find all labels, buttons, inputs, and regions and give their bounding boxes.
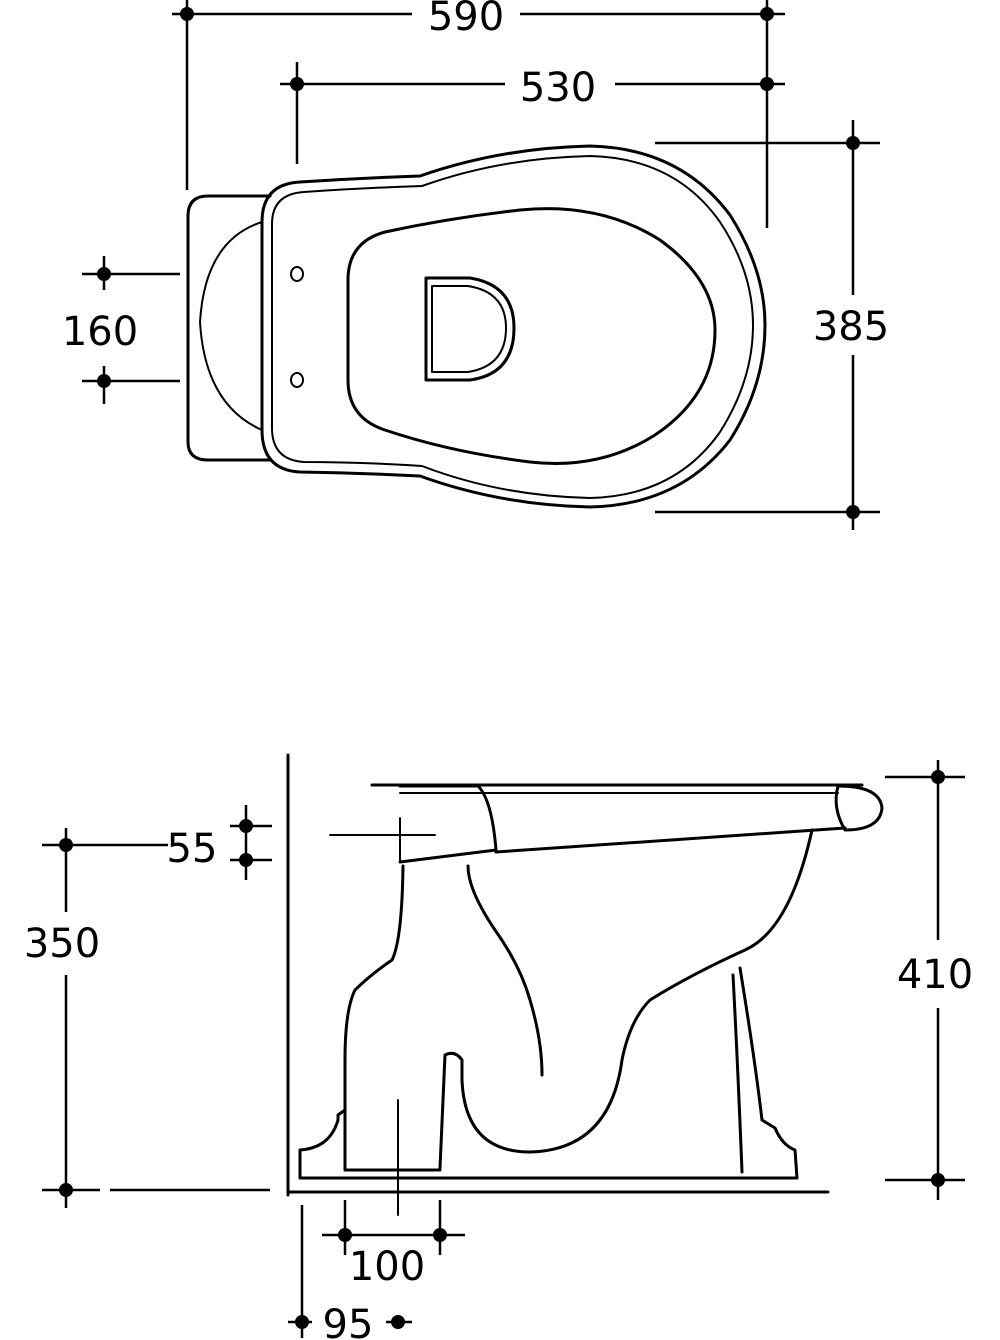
dim-label-530: 530: [520, 65, 596, 111]
dim-label-350: 350: [24, 921, 100, 967]
rim-front-bead: [834, 784, 884, 832]
seat-fixing-hole: [290, 266, 304, 282]
bowl-opening-outline: [346, 207, 717, 465]
water-outlet-outline: [424, 276, 516, 382]
dim-inlet-diameter: 55: [167, 805, 272, 880]
seat-fixing-hole: [290, 372, 304, 388]
dim-label-160: 160: [62, 309, 138, 355]
dim-label-95: 95: [323, 1302, 374, 1340]
inlet-horn: [398, 784, 498, 864]
water-outlet-inner: [431, 285, 507, 373]
pan-inner-rim: [271, 155, 754, 499]
base-foot: [298, 1108, 799, 1180]
rim-underside: [494, 826, 847, 854]
dim-outlet-width: 100: [322, 1200, 465, 1290]
bowl-outer-profile: [438, 828, 814, 1170]
outlet-bulge-outline: [199, 221, 263, 431]
top-view: 590 530 385 160: [62, 0, 889, 530]
dim-overall-width: 385: [655, 120, 889, 530]
dim-label-55: 55: [167, 826, 218, 872]
cistern-plate-outline: [186, 194, 272, 462]
dim-label-410: 410: [897, 952, 973, 998]
dim-outlet-offset: 95: [288, 1205, 412, 1340]
dim-overall-length: 590: [172, 0, 785, 228]
dim-label-100: 100: [349, 1244, 425, 1290]
dim-overall-height: 410: [885, 760, 973, 1200]
pedestal-front: [731, 966, 764, 1174]
dim-inlet-height: 350: [24, 828, 270, 1208]
inlet-pipe: [329, 817, 436, 863]
dim-label-385: 385: [813, 304, 889, 350]
pan-outer-rim: [260, 144, 767, 509]
dim-pan-length: 530: [280, 62, 785, 164]
dim-fixing-hole-spacing: 160: [62, 256, 180, 404]
dim-label-590: 590: [428, 0, 504, 40]
trapway-inner: [466, 864, 544, 1077]
back-body-profile: [343, 864, 442, 1172]
side-view: 410 350 55 100: [24, 753, 973, 1340]
